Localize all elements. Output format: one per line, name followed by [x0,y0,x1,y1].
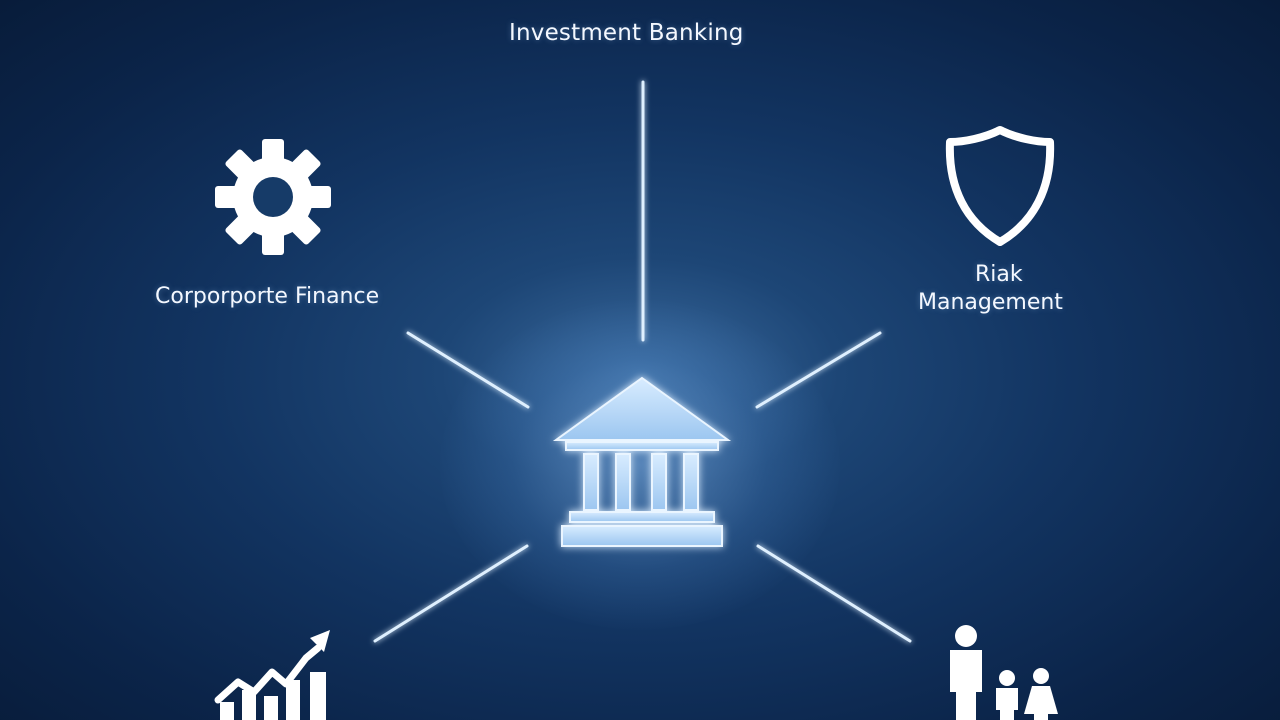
node-label-risk-line1: Riak [975,262,1023,287]
shield-icon [945,126,1055,246]
node-label-investment: Investment Banking [509,20,744,46]
growth-chart-icon [214,630,330,720]
connector-line-risk [755,331,882,409]
connector-line-family [756,544,912,643]
connector-line-growth [373,544,529,643]
node-label-risk-line2: Management [918,290,1063,315]
gear-icon [215,139,331,255]
family-icon [950,625,1058,720]
bank-building-icon [552,376,732,547]
center-glow [440,300,840,630]
connector-line-corporate [406,331,530,409]
node-label-corporate: Corporporte Finance [155,284,380,309]
